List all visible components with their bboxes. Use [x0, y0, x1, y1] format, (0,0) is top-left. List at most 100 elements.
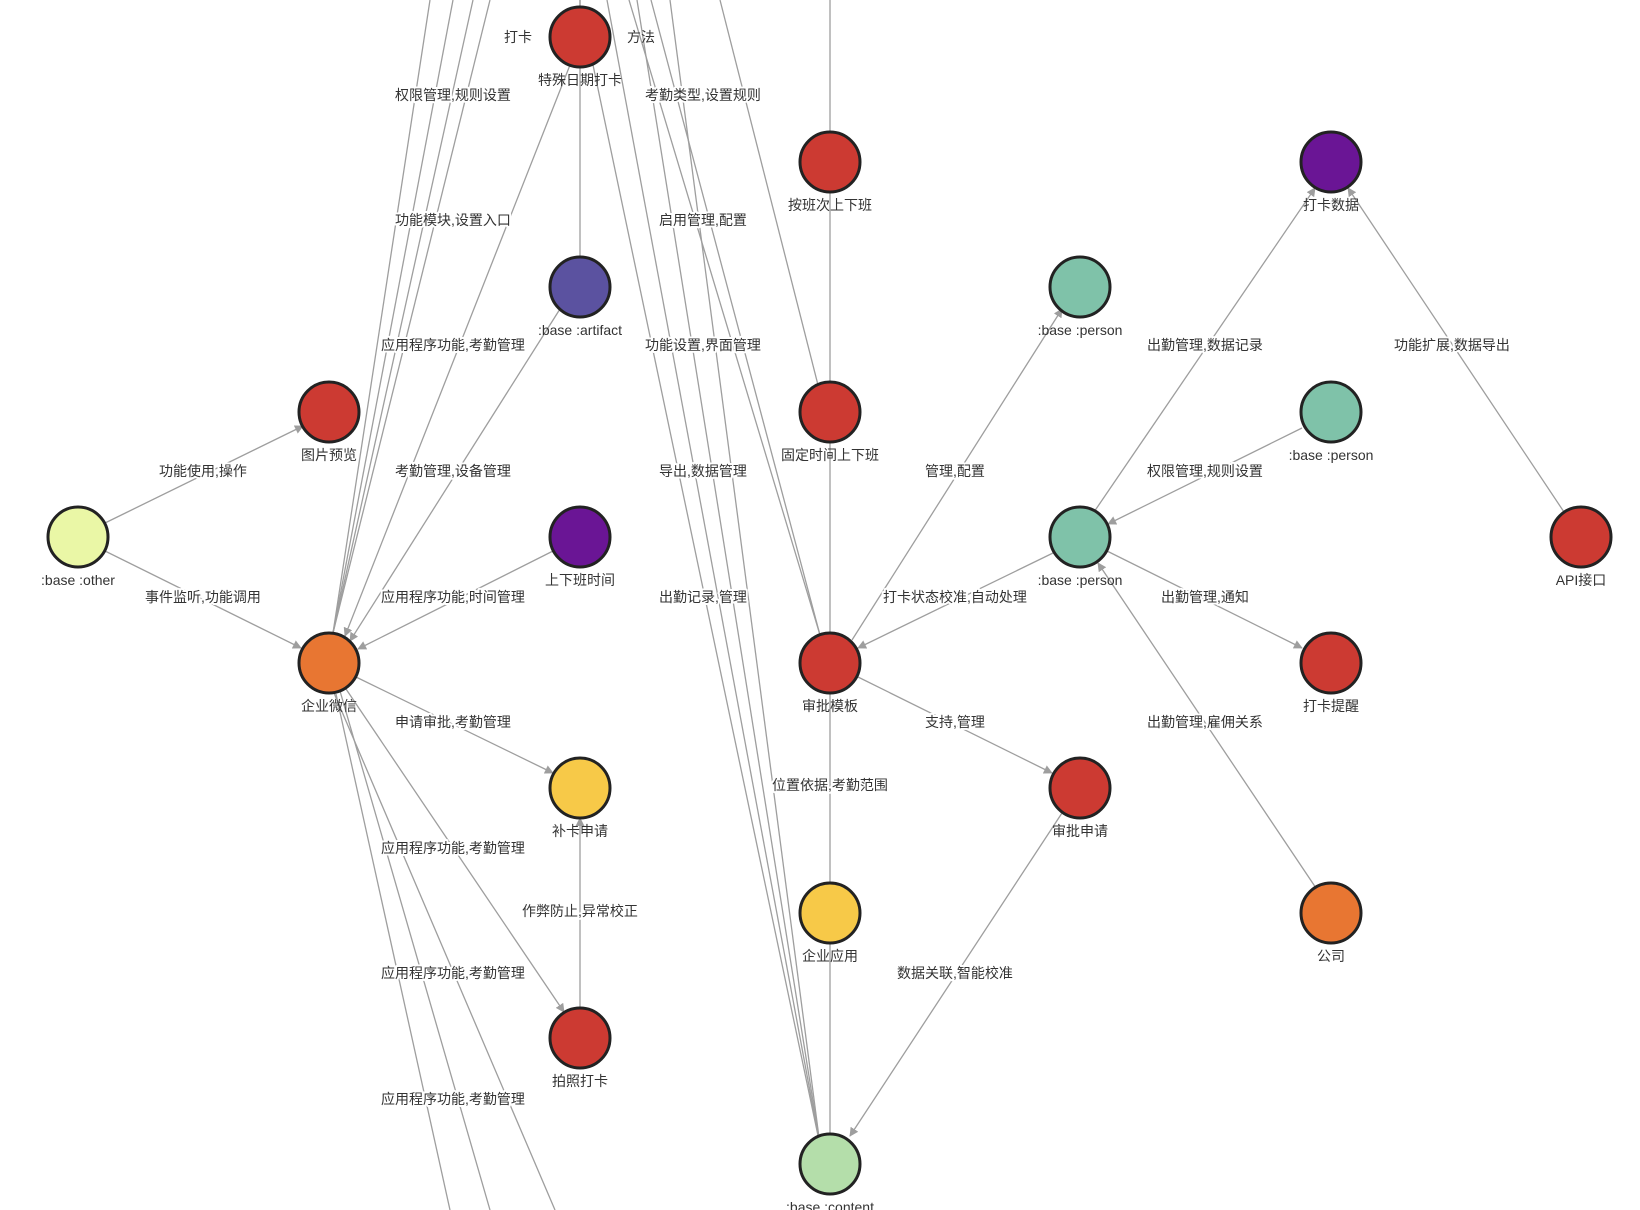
node-circle[interactable] — [548, 505, 612, 569]
node-label: :base :content — [786, 1199, 874, 1210]
edge-label: 应用程序功能,考勤管理 — [381, 337, 525, 353]
edge-line[interactable] — [339, 690, 491, 1210]
edge-line[interactable] — [650, 0, 821, 636]
edge-line-background — [606, 0, 821, 1146]
node-circle[interactable] — [548, 1006, 612, 1070]
node-label: 打卡数据 — [1303, 197, 1359, 213]
edge-label: 权限管理,规则设置 — [1147, 463, 1263, 479]
node-circle[interactable] — [548, 5, 612, 69]
node-circle[interactable] — [798, 130, 862, 194]
node-label: 补卡申请 — [552, 823, 608, 839]
node-label: 上下班时间 — [545, 572, 615, 588]
node-label: 打卡提醒 — [1303, 698, 1359, 714]
node-circle[interactable] — [1048, 756, 1112, 820]
node-circle[interactable] — [548, 756, 612, 820]
edge-label: 考勤管理,设备管理 — [395, 463, 511, 479]
edge-label: 申请审批,考勤管理 — [395, 714, 511, 730]
node-circle[interactable] — [1299, 130, 1363, 194]
edge-line[interactable] — [343, 64, 571, 637]
edge-line[interactable] — [636, 0, 821, 1146]
node-label: API接口 — [1556, 572, 1607, 588]
edge-line[interactable] — [857, 676, 1053, 774]
edge-label: 功能设置,界面管理 — [645, 337, 761, 353]
node-circle[interactable] — [798, 1132, 862, 1196]
edge-label: 出勤管理,雇佣关系 — [1147, 714, 1263, 730]
edge-label: 位置依据,考勤范围 — [772, 777, 888, 793]
node-label: 审批申请 — [1052, 823, 1108, 839]
edge-label: 应用程序功能,考勤管理 — [381, 1091, 525, 1107]
edge-line[interactable] — [1106, 550, 1303, 649]
edge-line[interactable] — [333, 692, 556, 1210]
node-label: 特殊日期打卡 — [538, 72, 622, 88]
edge-label: 出勤管理,通知 — [1161, 589, 1249, 605]
edge-label: 应用程序功能,时间管理 — [381, 589, 525, 605]
edge-label: 功能使用,操作 — [159, 463, 247, 479]
edge-line[interactable] — [332, 0, 454, 634]
edge-label: 出勤记录,管理 — [659, 589, 747, 605]
edge-line[interactable] — [851, 308, 1063, 641]
node-label: 固定时间上下班 — [781, 447, 879, 463]
edge-line[interactable] — [857, 552, 1054, 649]
node-circle[interactable] — [548, 255, 612, 319]
edge-line[interactable] — [719, 0, 819, 386]
edge-line[interactable] — [345, 688, 565, 1013]
edge-line[interactable] — [1347, 187, 1565, 513]
edge-line[interactable] — [1097, 562, 1317, 889]
edge-label: 出勤管理,数据记录 — [1147, 337, 1263, 353]
edge-label: 启用管理,配置 — [659, 212, 747, 228]
node-circle[interactable] — [1299, 380, 1363, 444]
edge-line[interactable] — [357, 550, 554, 650]
edge-label: 功能模块,设置入口 — [395, 212, 511, 228]
node-circle[interactable] — [798, 631, 862, 695]
edge-line[interactable] — [332, 0, 474, 634]
edge-label: 权限管理,规则设置 — [395, 87, 511, 103]
node-label: 图片预览 — [301, 447, 357, 463]
node-circle[interactable] — [798, 881, 862, 945]
edge-line[interactable] — [104, 425, 304, 524]
edges-layer — [104, 0, 1565, 1210]
edge-line[interactable] — [849, 812, 1063, 1137]
edge-line-background — [592, 64, 821, 1146]
node-label: :base :person — [1038, 322, 1123, 338]
node-label: 审批模板 — [802, 698, 858, 714]
edge-line[interactable] — [355, 676, 554, 774]
edge-label: 功能扩展,数据导出 — [1394, 337, 1510, 353]
node-circle[interactable] — [798, 380, 862, 444]
edge-label: 管理,配置 — [925, 463, 985, 479]
node-label: 公司 — [1317, 948, 1345, 964]
node-circle[interactable] — [1299, 631, 1363, 695]
node-circle[interactable] — [46, 505, 110, 569]
node-circle[interactable] — [1549, 505, 1613, 569]
edge-label: 打卡状态校准,自动处理 — [883, 589, 1027, 605]
node-circle[interactable] — [1048, 255, 1112, 319]
edge-line[interactable] — [349, 308, 561, 642]
edge-line[interactable] — [628, 0, 821, 636]
node-label: 企业应用 — [802, 948, 858, 964]
edge-line[interactable] — [669, 0, 821, 1146]
edge-line[interactable] — [1107, 427, 1303, 525]
node-label: 打卡 — [504, 29, 532, 45]
edge-label: 事件监听,功能调用 — [145, 589, 261, 605]
node-circle[interactable] — [1048, 505, 1112, 569]
node-circle[interactable] — [1299, 881, 1363, 945]
edge-label: 数据关联,智能校准 — [897, 965, 1013, 981]
edge-label: 导出,数据管理 — [659, 463, 747, 479]
node-label: :base :artifact — [538, 322, 622, 338]
node-label: 按班次上下班 — [788, 197, 872, 213]
node-circle[interactable] — [297, 380, 361, 444]
edge-label: 作弊防止,异常校正 — [522, 903, 638, 919]
edge-label: 应用程序功能,考勤管理 — [381, 840, 525, 856]
edge-line[interactable] — [104, 550, 302, 649]
node-circle[interactable] — [297, 631, 361, 695]
edge-line[interactable] — [1093, 187, 1316, 513]
node-label: 方法 — [627, 29, 655, 45]
edge-line-background — [332, 0, 491, 634]
node-label: :base :person — [1038, 572, 1123, 588]
node-label: 拍照打卡 — [552, 1073, 608, 1089]
node-label: :base :other — [41, 572, 115, 588]
edge-line-background — [332, 0, 431, 634]
edge-label: 考勤类型,设置规则 — [645, 87, 761, 103]
